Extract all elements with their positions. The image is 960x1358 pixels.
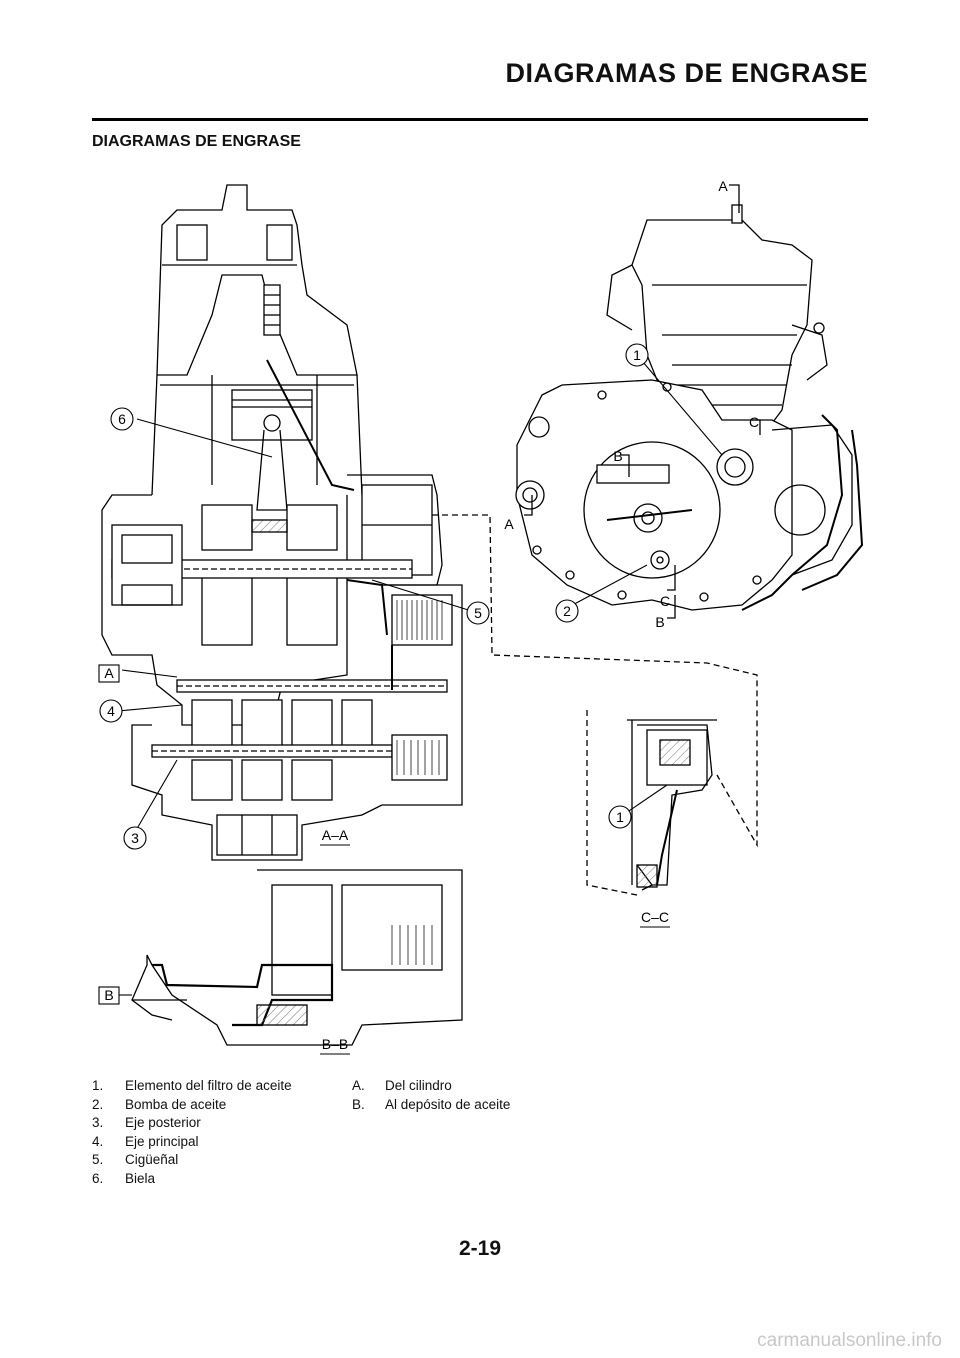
callout-4-circle: [99, 699, 123, 723]
callout-2-circle: [555, 599, 579, 623]
legend-item: B.Al depósito de aceite: [352, 1096, 511, 1112]
section-cc-drawing: [586, 710, 717, 896]
callout-2: 2: [563, 603, 571, 619]
lubrication-diagram: 6 5 4 3 1 2 1 A B A A B B C C A–A B–B C–…: [92, 165, 872, 1070]
watermark: carmanualsonline.info: [757, 1330, 942, 1351]
legend-item: 6.Biela: [92, 1170, 156, 1186]
marker-b-top: B: [613, 448, 622, 464]
boxed-b: B: [104, 987, 113, 1003]
page-number: 2-19: [458, 1237, 502, 1260]
legend-right-column: A.Del cilindro B.Al depósito de aceite: [352, 1077, 612, 1114]
legend-item: 3.Eje posterior: [92, 1115, 201, 1130]
legend-item: A.Del cilindro: [352, 1078, 452, 1093]
header-title: DIAGRAMAS DE ENGRASE: [505, 58, 868, 88]
callout-4: 4: [107, 703, 115, 719]
boxed-b-frame: [98, 986, 120, 1005]
boxed-a: A: [104, 665, 114, 681]
callout-3: 3: [131, 830, 139, 846]
callout-6-circle: [110, 407, 134, 431]
leader-lines: [117, 354, 723, 996]
section-label-cc: C–C: [641, 909, 669, 925]
legend-left-column: 1.Elemento del filtro de aceite 2.Bomba …: [92, 1077, 352, 1188]
callout-1-circle: [625, 343, 649, 367]
callout-3-circle: [123, 826, 147, 850]
callout-1: 1: [633, 347, 641, 363]
section-bb-drawing: [131, 869, 463, 1046]
header-rule: [92, 118, 868, 121]
marker-c-bot: C: [660, 593, 670, 609]
callout-5: 5: [474, 605, 482, 621]
callout-1b: 1: [616, 809, 624, 825]
legend-item: 2.Bomba de aceite: [92, 1096, 227, 1112]
marker-c-top: C: [749, 414, 759, 430]
section-label-bb: B–B: [322, 1036, 348, 1052]
marker-a-top: A: [718, 178, 728, 194]
section-label-aa: A–A: [322, 827, 349, 843]
legend-item: 4.Eje principal: [92, 1133, 199, 1149]
section-title: DIAGRAMAS DE ENGRASE: [92, 133, 301, 150]
legend-item: 5.Cigüeñal: [92, 1152, 179, 1167]
marker-b-bot: B: [655, 614, 664, 630]
callout-5-circle: [466, 601, 490, 625]
callout-6: 6: [118, 411, 126, 427]
marker-a-mid: A: [504, 516, 514, 532]
side-view-drawing: [515, 184, 864, 619]
callout-1b-circle: [608, 805, 632, 829]
boxed-a-frame: [98, 664, 120, 683]
legend-item: 1.Elemento del filtro de aceite: [92, 1078, 292, 1093]
section-aa-drawing: [101, 184, 758, 861]
